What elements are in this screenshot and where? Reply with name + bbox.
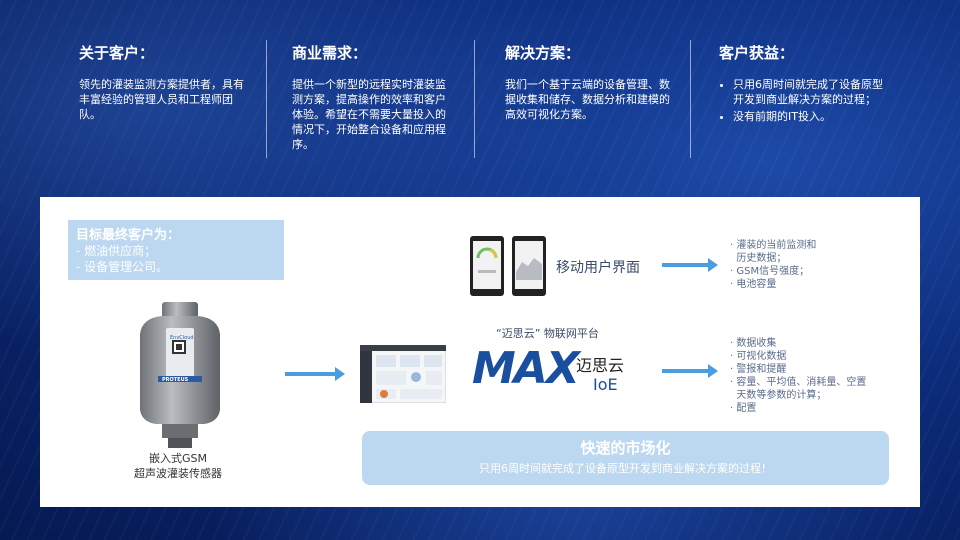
- benefit-item: 只用6周时间就完成了设备原型开发到商业解决方案的过程；: [733, 77, 893, 107]
- dashboard-screenshot-image: [360, 345, 446, 403]
- platform-feature-item: 天数等参数的计算；: [730, 390, 827, 401]
- target-customer-list: - 燃油供应商； - 设备管理公司。: [76, 243, 168, 275]
- business-need-text: 提供一个新型的远程实时灌装监测方案，提高操作的效率和客户体验。希望在不需要大量投…: [292, 78, 446, 151]
- arrow-right-icon: [662, 258, 718, 272]
- sensor-device-image: [140, 302, 220, 448]
- platform-feature-item: · 配置: [730, 403, 757, 414]
- sensor-caption-line: 嵌入式GSM: [149, 452, 207, 465]
- customer-benefit-list: 只用6周时间就完成了设备原型开发到商业解决方案的过程； 没有前期的IT投入。: [719, 77, 893, 124]
- arrow-right-icon: [662, 364, 718, 378]
- target-customer-item: - 设备管理公司。: [76, 260, 169, 274]
- target-customer-item: - 燃油供应商；: [76, 244, 157, 258]
- solution-text: 我们一个基于云端的设备管理、数据收集和储存、数据分析和建模的高效可视化方案。: [505, 78, 670, 121]
- customer-benefit-section: 客户获益： 只用6周时间就完成了设备原型开发到商业解决方案的过程； 没有前期的I…: [719, 42, 899, 126]
- business-need-title: 商业需求：: [292, 44, 368, 62]
- mobile-feature-item: · GSM信号强度；: [730, 266, 810, 277]
- divider: [474, 40, 475, 158]
- sensor-tag: EnvCloud: [170, 335, 194, 341]
- sensor-caption-line: 超声波灌装传感器: [134, 467, 222, 480]
- platform-feature-item: · 容量、平均值、消耗量、空置: [730, 377, 867, 388]
- solution-section: 解决方案： 我们一个基于云端的设备管理、数据收集和储存、数据分析和建模的高效可视…: [505, 42, 685, 122]
- arrow-right-icon: [285, 367, 345, 381]
- platform-feature-item: · 数据收集: [730, 338, 777, 349]
- platform-feature-item: · 可视化数据: [730, 351, 787, 362]
- mobile-feature-list: · 灌装的当前监测和 历史数据； · GSM信号强度； · 电池容量: [730, 239, 816, 291]
- about-customer-text: 领先的灌装监测方案提供者，具有丰富经验的管理人员和工程师团队。: [79, 78, 244, 121]
- mobile-feature-item: · 灌装的当前监测和: [730, 240, 817, 251]
- platform-name-en: IoE: [593, 375, 618, 394]
- divider: [266, 40, 267, 158]
- mobile-feature-item: · 电池容量: [730, 279, 777, 290]
- business-need-section: 商业需求： 提供一个新型的远程实时灌装监测方案，提高操作的效率和客户体验。希望在…: [292, 42, 472, 152]
- banner-text: 只用6周时间就完成了设备原型开发到商业解决方案的过程！: [479, 462, 772, 475]
- banner-title: 快速的市场化: [580, 439, 671, 457]
- divider: [690, 40, 691, 158]
- platform-feature-list: · 数据收集 · 可视化数据 · 警报和提醒 · 容量、平均值、消耗量、空置 天…: [730, 337, 866, 415]
- sensor-brand: PROTEUS: [162, 377, 189, 383]
- benefit-item: 没有前期的IT投入。: [733, 109, 893, 124]
- mobile-app-screenshot-image: [470, 236, 546, 296]
- max-logo: MAX: [472, 343, 580, 394]
- platform-feature-item: · 警报和提醒: [730, 364, 787, 375]
- rapid-market-banner: 快速的市场化 只用6周时间就完成了设备原型开发到商业解决方案的过程！: [362, 431, 889, 485]
- sensor-caption: 嵌入式GSM 超声波灌装传感器: [118, 451, 238, 481]
- about-customer-title: 关于客户：: [79, 44, 155, 62]
- platform-label: “迈思云” 物联网平台: [496, 327, 599, 340]
- target-customer-box: 目标最终客户为： - 燃油供应商； - 设备管理公司。: [68, 220, 284, 280]
- mobile-ui-label: 移动用户界面: [556, 260, 640, 276]
- about-customer-section: 关于客户： 领先的灌装监测方案提供者，具有丰富经验的管理人员和工程师团队。: [79, 42, 259, 122]
- solution-title: 解决方案：: [505, 44, 581, 62]
- target-customer-title: 目标最终客户为：: [76, 228, 181, 243]
- solution-panel: 目标最终客户为： - 燃油供应商； - 设备管理公司。 EnvCloud PRO…: [40, 197, 920, 507]
- platform-name-cn: 迈思云: [576, 356, 625, 375]
- customer-benefit-title: 客户获益：: [719, 44, 795, 62]
- mobile-feature-item: 历史数据；: [730, 253, 787, 264]
